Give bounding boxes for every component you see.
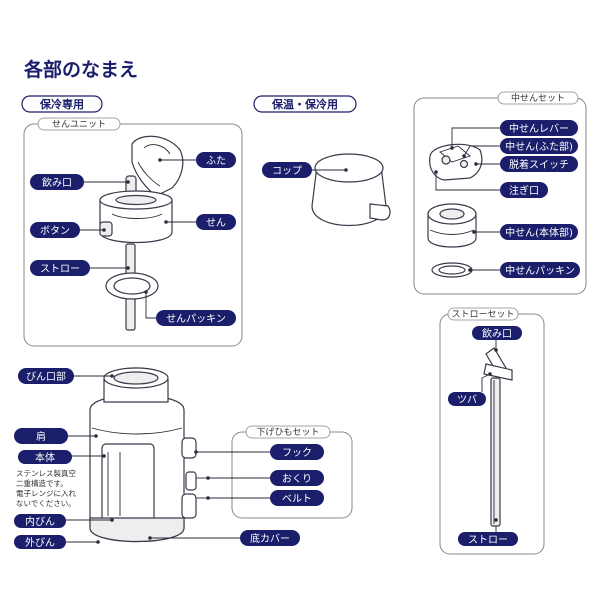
svg-text:中せんパッキン: 中せんパッキン xyxy=(505,264,575,277)
sen-unit-illustration xyxy=(99,135,184,331)
svg-text:肩: 肩 xyxy=(36,430,46,443)
label-sotobin: 外びん xyxy=(14,535,66,549)
svg-text:おくり: おくり xyxy=(282,473,312,485)
svg-text:中せん(ふた部): 中せん(ふた部) xyxy=(505,140,573,153)
svg-text:二重構造です。: 二重構造です。 xyxy=(16,478,68,488)
svg-text:本体: 本体 xyxy=(35,451,55,464)
label-nakasen-futa: 中せん(ふた部) xyxy=(500,138,578,154)
svg-text:電子レンジに入れ: 電子レンジに入れ xyxy=(16,489,76,498)
svg-text:コップ: コップ xyxy=(272,165,302,177)
group-sagehimo-set-label: 下げひもセット xyxy=(256,427,319,438)
svg-text:底カバー: 底カバー xyxy=(250,532,290,545)
label-straw-nomikuchi: 飲み口 xyxy=(472,326,522,340)
section-warm: 保温・保冷用 xyxy=(253,95,357,113)
svg-text:脱着スイッチ: 脱着スイッチ xyxy=(509,158,569,171)
panel-sagehimo-set: 下げひもセット xyxy=(231,425,353,519)
label-dacchaku-switch: 脱着スイッチ xyxy=(500,156,578,172)
label-nakasen-hontai: 中せん(本体部) xyxy=(500,224,578,240)
label-sen: せん xyxy=(196,214,236,230)
svg-text:飲み口: 飲み口 xyxy=(42,176,72,189)
label-sen-packing: せんパッキン xyxy=(156,310,236,326)
svg-text:ないでください。: ないでください。 xyxy=(16,499,76,508)
label-nakasen-packing: 中せんパッキン xyxy=(500,262,580,278)
label-okuri: おくり xyxy=(270,470,324,486)
section-cold-label: 保冷専用 xyxy=(39,97,84,111)
svg-text:ストロー: ストロー xyxy=(40,264,80,275)
label-futa: ふた xyxy=(196,152,236,168)
section-warm-label: 保温・保冷用 xyxy=(271,97,338,111)
panel-straw-set: ストローセット xyxy=(439,307,545,555)
label-tsuba: ツバ xyxy=(448,392,486,406)
panel-sen-unit: せんユニット xyxy=(23,117,243,347)
svg-text:中せん(本体部): 中せん(本体部) xyxy=(505,226,573,239)
label-soko-cover: 底カバー xyxy=(240,530,300,546)
group-straw-set-label: ストローセット xyxy=(451,309,514,320)
straw-set-illustration xyxy=(483,347,513,527)
section-cold: 保冷専用 xyxy=(21,95,103,113)
svg-text:せんパッキン: せんパッキン xyxy=(166,313,226,325)
note-stainless: ステンレス製真空 二重構造です。 電子レンジに入れ ないでください。 xyxy=(16,468,76,508)
cup-illustration xyxy=(311,153,391,227)
naka-sen-illustration xyxy=(427,143,483,278)
label-botan: ボタン xyxy=(30,222,80,238)
svg-text:外びん: 外びん xyxy=(25,537,55,549)
svg-text:ツバ: ツバ xyxy=(457,394,477,406)
label-straw: ストロー xyxy=(30,260,90,276)
svg-text:注ぎ口: 注ぎ口 xyxy=(509,184,539,197)
bottle-illustration xyxy=(89,367,208,543)
svg-text:ベルト: ベルト xyxy=(282,493,312,505)
label-binkuchi: びん口部 xyxy=(18,368,74,384)
label-belt: ベルト xyxy=(270,490,324,506)
svg-text:ふた: ふた xyxy=(206,155,226,167)
svg-text:ボタン: ボタン xyxy=(40,225,70,237)
page-title: 各部のなまえ xyxy=(23,58,138,81)
label-nomikuchi: 飲み口 xyxy=(30,174,84,190)
label-hook: フック xyxy=(270,444,324,460)
group-sen-unit-label: せんユニット xyxy=(52,119,106,130)
label-nakasen-lever: 中せんレバー xyxy=(500,120,578,136)
label-hontai: 本体 xyxy=(18,450,72,464)
label-sosogi: 注ぎ口 xyxy=(500,182,548,198)
label-cup: コップ xyxy=(262,162,312,178)
svg-text:びん口部: びん口部 xyxy=(26,370,66,383)
svg-text:フック: フック xyxy=(282,447,312,459)
svg-text:せん: せん xyxy=(206,217,226,229)
label-uchibin: 内びん xyxy=(14,514,66,528)
leader-lines xyxy=(66,127,500,544)
svg-text:ストロー: ストロー xyxy=(468,535,508,546)
group-naka-sen-set-label: 中せんセット xyxy=(511,92,565,104)
svg-text:飲み口: 飲み口 xyxy=(482,327,512,340)
panel-naka-sen-set: 中せんセット xyxy=(413,91,587,295)
svg-text:内びん: 内びん xyxy=(25,515,55,528)
svg-text:ステンレス製真空: ステンレス製真空 xyxy=(16,468,76,478)
label-straw-bottom: ストロー xyxy=(458,532,518,546)
label-kata: 肩 xyxy=(14,428,68,444)
svg-text:中せんレバー: 中せんレバー xyxy=(509,122,569,135)
